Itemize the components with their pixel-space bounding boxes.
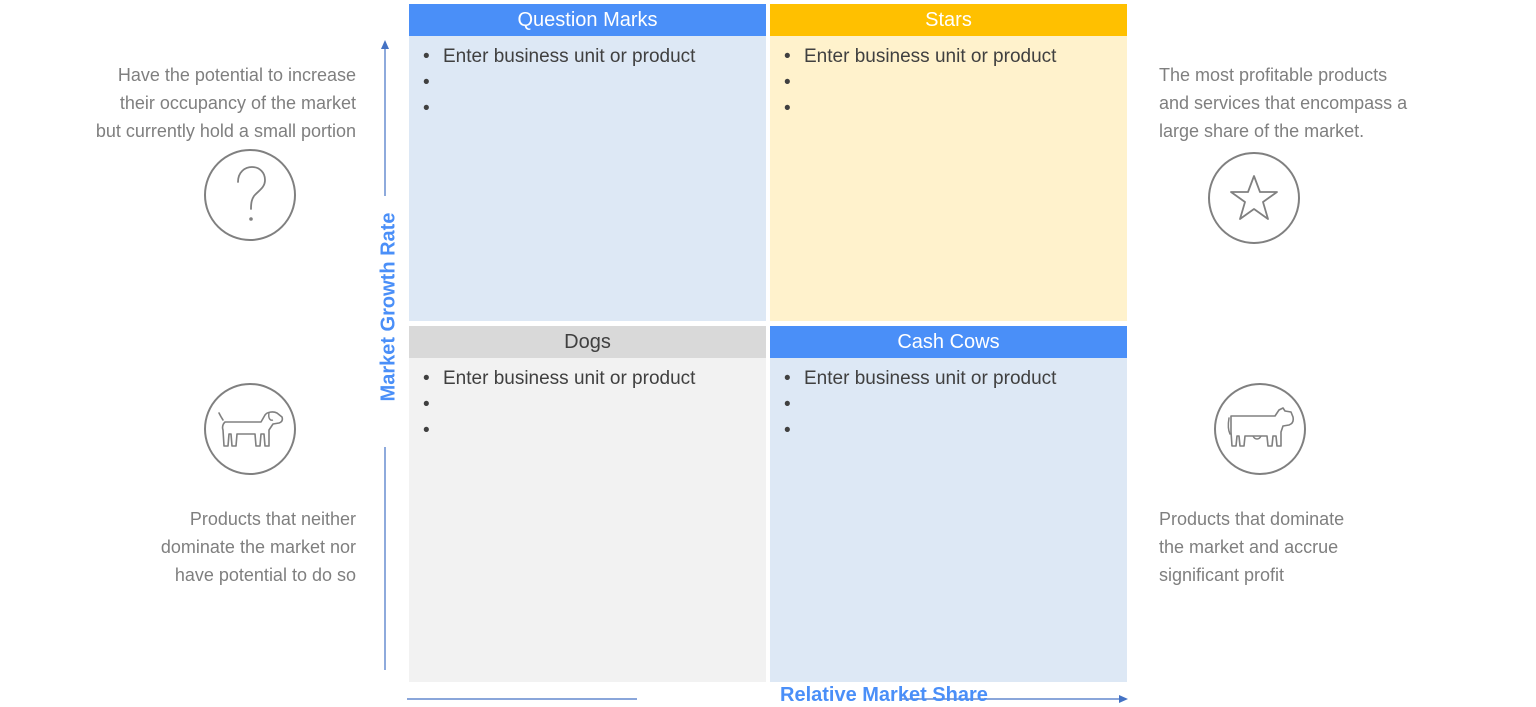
quadrant-body-stars[interactable]: Enter business unit or product — [770, 36, 1127, 321]
description-line: dominate the market nor — [160, 537, 356, 557]
description-question-marks: Have the potential to increase their occ… — [26, 61, 356, 145]
description-line: large share of the market. — [1159, 121, 1365, 141]
list-item[interactable]: Enter business unit or product — [423, 366, 766, 392]
list-item[interactable] — [423, 392, 766, 418]
description-line: but currently hold a small portion — [95, 121, 356, 141]
list-item[interactable] — [784, 96, 1127, 122]
bullet-list: Enter business unit or product — [770, 358, 1127, 444]
quadrant-title-cash-cows: Cash Cows — [770, 326, 1127, 358]
y-axis-label: Market Growth Rate — [377, 212, 400, 402]
description-line: their occupancy of the market — [119, 93, 356, 113]
quadrant-question-marks: Question Marks Enter business unit or pr… — [409, 4, 766, 321]
star-icon — [1208, 152, 1300, 244]
quadrant-title-question-marks: Question Marks — [409, 4, 766, 36]
list-item[interactable] — [423, 70, 766, 96]
bullet-list: Enter business unit or product — [409, 36, 766, 122]
quadrant-title-dogs: Dogs — [409, 326, 766, 358]
description-line: have potential to do so — [174, 565, 356, 585]
y-axis-arrowhead — [381, 40, 389, 49]
list-item[interactable] — [784, 418, 1127, 444]
dog-icon — [204, 383, 296, 475]
x-axis-label: Relative Market Share — [780, 684, 988, 706]
description-line: Have the potential to increase — [117, 65, 356, 85]
list-item[interactable] — [784, 392, 1127, 418]
x-axis-arrowhead — [1119, 695, 1128, 703]
list-item[interactable] — [423, 96, 766, 122]
list-item[interactable]: Enter business unit or product — [423, 44, 766, 70]
cow-icon — [1214, 383, 1306, 475]
description-stars: The most profitable products and service… — [1159, 61, 1489, 145]
list-item[interactable]: Enter business unit or product — [784, 44, 1127, 70]
quadrant-body-question-marks[interactable]: Enter business unit or product — [409, 36, 766, 321]
bullet-list: Enter business unit or product — [770, 36, 1127, 122]
description-line: the market and accrue — [1159, 537, 1339, 557]
description-line: significant profit — [1159, 565, 1285, 585]
description-dogs: Products that neither dominate the marke… — [26, 505, 356, 589]
quadrant-body-cash-cows[interactable]: Enter business unit or product — [770, 358, 1127, 682]
description-cash-cows: Products that dominate the market and ac… — [1159, 505, 1489, 589]
quadrant-dogs: Dogs Enter business unit or product — [409, 326, 766, 682]
description-line: Products that neither — [189, 509, 356, 529]
quadrant-title-stars: Stars — [770, 4, 1127, 36]
description-line: and services that encompass a — [1159, 93, 1408, 113]
description-line: The most profitable products — [1159, 65, 1388, 85]
description-line: Products that dominate — [1159, 509, 1345, 529]
list-item[interactable] — [784, 70, 1127, 96]
question-mark-icon — [204, 149, 296, 241]
list-item[interactable]: Enter business unit or product — [784, 366, 1127, 392]
bullet-list: Enter business unit or product — [409, 358, 766, 444]
quadrant-body-dogs[interactable]: Enter business unit or product — [409, 358, 766, 682]
list-item[interactable] — [423, 418, 766, 444]
quadrant-cash-cows: Cash Cows Enter business unit or product — [770, 326, 1127, 682]
quadrant-stars: Stars Enter business unit or product — [770, 4, 1127, 321]
